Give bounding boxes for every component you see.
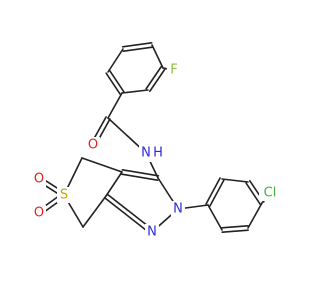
atom-label-F: F — [170, 63, 177, 78]
bond-r2-r3 — [221, 178, 249, 183]
atom-F: F — [167, 62, 181, 78]
bond-r5-r6-a — [221, 225, 249, 229]
atom-Cl: Cl — [259, 185, 281, 201]
bond-r4-r5 — [247, 202, 263, 229]
bond-c4-cA — [107, 92, 123, 119]
atom-label-O-sulfonyl-2: O — [34, 206, 44, 221]
atom-O-sulfonyl-2: O — [32, 205, 46, 221]
bond-c3p-c3a-a — [121, 169, 160, 177]
atom-S: S — [57, 187, 71, 203]
bond-c4-c5-a — [109, 69, 125, 93]
atom-label-O-sulfonyl-1: O — [34, 172, 44, 187]
bond-c6a-c3a — [105, 171, 123, 197]
bond-r1-r2-a — [209, 179, 225, 207]
bond-c6-c1-a — [122, 46, 154, 52]
bond-c1-c2 — [151, 44, 164, 69]
bonds — [36, 42, 271, 235]
atom-label-H-amide: H — [153, 146, 163, 161]
atom-label-O-amide: O — [88, 138, 98, 153]
bond-c2-c3-a — [145, 65, 162, 90]
atom-label-Cl: Cl — [264, 186, 277, 201]
atom-label-S: S — [60, 188, 68, 203]
bond-r3-r4-a — [245, 182, 261, 206]
structure-drawing: F O N H N N S O — [32, 42, 281, 240]
atom-labels: F O N H N N S O — [32, 62, 281, 240]
bond-c3a-cH1 — [81, 157, 123, 173]
atom-NH: N H — [139, 145, 165, 162]
atom-N2: N — [171, 201, 185, 217]
bond-N1-c6a-b — [103, 196, 152, 235]
bond-c4-c5-b — [105, 72, 121, 96]
bond-r5-r6-b — [221, 229, 249, 233]
bond-c5-c6 — [107, 48, 124, 73]
bond-c3p-c3a-b — [120, 173, 159, 181]
molecule-diagram: F O N H N N S O — [32, 42, 281, 240]
atom-N1: N — [145, 224, 159, 240]
bond-c6-c1-b — [121, 42, 153, 48]
bond-r1-r2-b — [205, 177, 221, 205]
bond-cH2-c6a — [82, 195, 107, 228]
atom-label-N1: N — [147, 225, 157, 240]
bond-c2-c3-b — [149, 68, 166, 93]
bond-r6-r1 — [207, 204, 223, 231]
bond-c3-c4 — [121, 89, 149, 94]
atom-O-amide: O — [86, 137, 100, 153]
atom-label-N-amide: N — [141, 146, 151, 161]
atom-O-sulfonyl-1: O — [32, 171, 46, 187]
atom-label-N2: N — [173, 202, 183, 217]
